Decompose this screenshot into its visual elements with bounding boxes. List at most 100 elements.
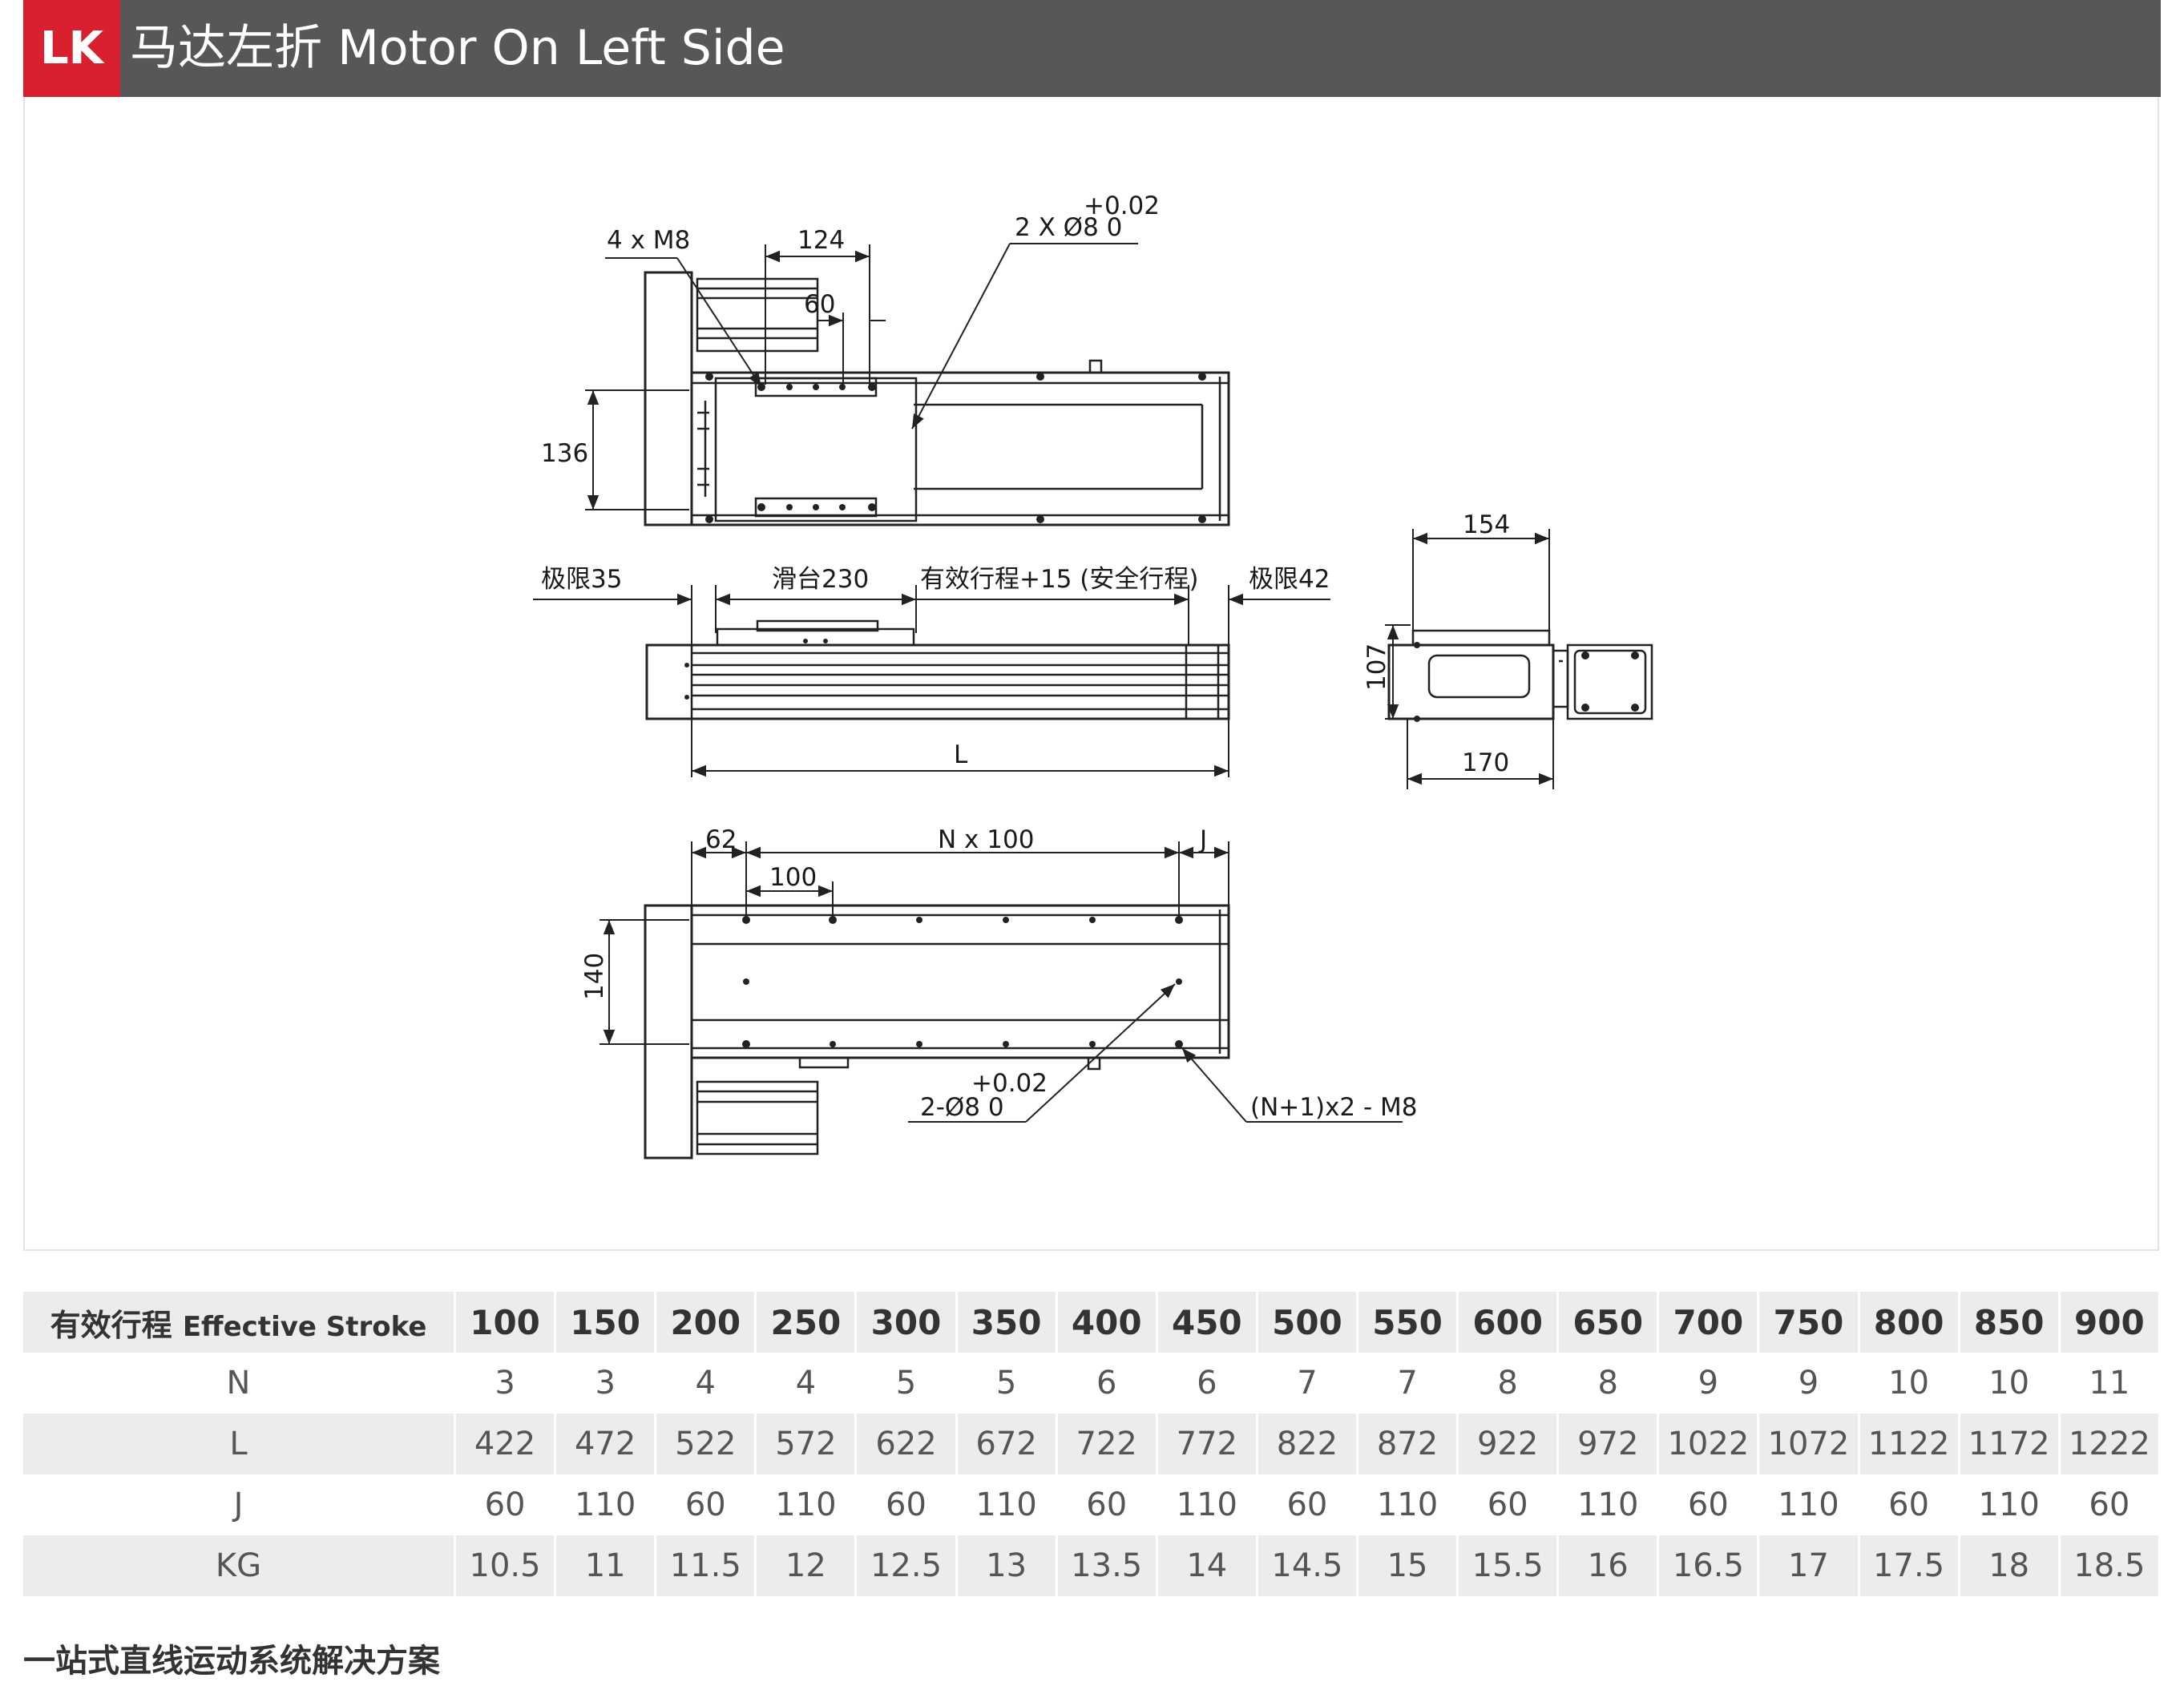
dim-62: 62 — [705, 825, 737, 854]
stroke-header-cell: 500 — [1258, 1292, 1358, 1353]
stroke-header-cell: 200 — [656, 1292, 757, 1353]
table-cell: 16 — [1559, 1535, 1660, 1596]
footer-slogan: 一站式直线运动系统解决方案 — [23, 1643, 440, 1680]
table-cell: 4 — [757, 1353, 858, 1414]
end-view-holes — [1414, 642, 1639, 722]
pitch-label: N x 100 — [938, 825, 1034, 854]
top-view-dimensions — [585, 243, 1138, 510]
label-4xm8: 4 x M8 — [607, 226, 690, 255]
dim-140: 140 — [580, 953, 609, 1000]
table-cell: 522 — [656, 1414, 757, 1474]
table-cell: 11 — [556, 1535, 657, 1596]
table-cell: 972 — [1559, 1414, 1660, 1474]
technical-drawing: 4 x M8 124 60 +0.02 2 X Ø8 0 136 极限35 滑台… — [533, 192, 1653, 1160]
table-cell: 60 — [1058, 1474, 1158, 1535]
table-cell: 5 — [958, 1353, 1058, 1414]
table-cell: 11.5 — [656, 1535, 757, 1596]
table-cell: 7 — [1258, 1353, 1358, 1414]
effective-stroke-label: 有效行程+15 (安全行程) — [920, 565, 1198, 594]
dim-107: 107 — [1362, 643, 1391, 691]
table-cell: 3 — [556, 1353, 657, 1414]
table-cell: 1222 — [2060, 1414, 2161, 1474]
pin-label-bottom: 2-Ø8 0 — [920, 1093, 1004, 1122]
side-view-dimensions — [533, 585, 1330, 777]
bottom-view-dimensions — [599, 841, 1403, 1123]
stroke-header-cell: 300 — [857, 1292, 958, 1353]
table-cell: 13 — [957, 1535, 1058, 1596]
dim-154: 154 — [1463, 510, 1510, 539]
stroke-header-cell: 650 — [1559, 1292, 1660, 1353]
table-cell: 772 — [1157, 1414, 1258, 1474]
stroke-header-en: Effective Stroke — [182, 1310, 427, 1343]
table-cell: 1172 — [1960, 1414, 2061, 1474]
table-cell: 110 — [958, 1474, 1058, 1535]
table-cell: 4 — [656, 1353, 757, 1414]
bottom-view — [644, 904, 1230, 1160]
table-cell: 12.5 — [857, 1535, 958, 1596]
table-cell: 17 — [1759, 1535, 1860, 1596]
table-cell: 1022 — [1659, 1414, 1760, 1474]
table-cell: 1072 — [1759, 1414, 1860, 1474]
page-title: 马达左折 Motor On Left Side — [130, 20, 785, 76]
dim-j: J — [1198, 825, 1207, 854]
table-cell: 110 — [1759, 1474, 1860, 1535]
table-cell: 110 — [757, 1474, 858, 1535]
table-cell: 110 — [1158, 1474, 1258, 1535]
table-cell: 60 — [656, 1474, 757, 1535]
table-cell: 110 — [1960, 1474, 2061, 1535]
drawing-frame — [23, 97, 2159, 1251]
table-cell: 922 — [1459, 1414, 1560, 1474]
table-cell: 60 — [857, 1474, 958, 1535]
stroke-header: 有效行程 Effective Stroke — [23, 1292, 456, 1353]
stroke-header-cell: 850 — [1960, 1292, 2061, 1353]
table-cell: 672 — [957, 1414, 1058, 1474]
table-cell: 110 — [1559, 1474, 1660, 1535]
table-cell: 60 — [456, 1474, 557, 1535]
table-cell: 6 — [1058, 1353, 1158, 1414]
table-cell: 6 — [1158, 1353, 1258, 1414]
stroke-header-cell: 400 — [1057, 1292, 1158, 1353]
series-badge: LK — [23, 0, 120, 97]
table-cell: 10 — [1860, 1353, 1960, 1414]
table-cell: 5 — [857, 1353, 958, 1414]
table-cell: 60 — [1659, 1474, 1760, 1535]
stroke-header-cell: 450 — [1157, 1292, 1258, 1353]
table-cell: 9 — [1759, 1353, 1860, 1414]
table-cell: 14 — [1157, 1535, 1258, 1596]
row-label: KG — [23, 1535, 456, 1596]
table-cell: 11 — [2061, 1353, 2161, 1414]
stroke-header-cell: 550 — [1358, 1292, 1459, 1353]
dim-136: 136 — [541, 439, 588, 468]
slide-length: 滑台230 — [772, 565, 869, 594]
dim-124: 124 — [797, 226, 845, 255]
table-cell: 12 — [757, 1535, 858, 1596]
table-cell: 60 — [1459, 1474, 1560, 1535]
table-cell: 872 — [1358, 1414, 1459, 1474]
table-cell: 1122 — [1859, 1414, 1960, 1474]
stroke-header-cell: 100 — [456, 1292, 557, 1353]
table-cell: 60 — [1258, 1474, 1358, 1535]
table-cell: 3 — [456, 1353, 557, 1414]
top-view-holes — [705, 373, 1206, 523]
holes-label: (N+1)x2 - M8 — [1250, 1093, 1418, 1122]
stroke-header-cell: 150 — [556, 1292, 657, 1353]
table-cell: 15.5 — [1459, 1535, 1560, 1596]
table-cell: 9 — [1659, 1353, 1760, 1414]
table-cell: 622 — [857, 1414, 958, 1474]
table-cell: 16.5 — [1659, 1535, 1760, 1596]
stroke-header-cell: 350 — [957, 1292, 1058, 1353]
limit-right: 极限42 — [1249, 565, 1330, 594]
dim-100: 100 — [769, 863, 817, 892]
stroke-header-cell: 750 — [1759, 1292, 1860, 1353]
table-cell: 7 — [1358, 1353, 1459, 1414]
table-cell: 10.5 — [456, 1535, 557, 1596]
table-cell: 15 — [1358, 1535, 1459, 1596]
stroke-header-cell: 700 — [1659, 1292, 1760, 1353]
stroke-header-cell: 900 — [2060, 1292, 2161, 1353]
table-cell: 10 — [1960, 1353, 2061, 1414]
